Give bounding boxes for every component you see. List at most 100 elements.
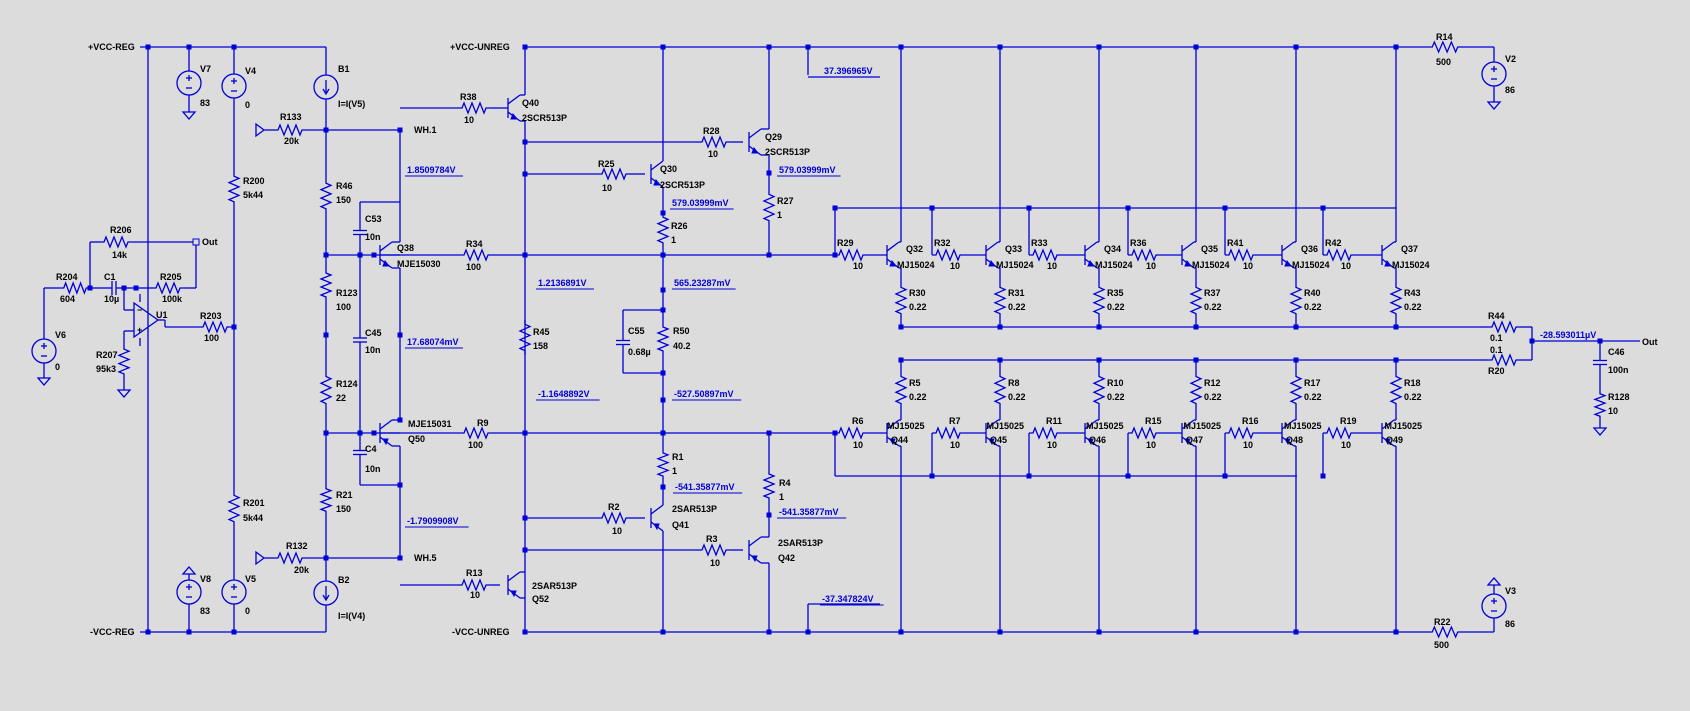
r132-resistor (274, 551, 306, 565)
pnp-stage-2-transistor-arrow (988, 438, 995, 446)
npn-stage-3-model: MJ15024 (1095, 260, 1133, 270)
pnp-stage-3-model: MJ15025 (1086, 421, 1124, 431)
junction-dot (522, 547, 528, 553)
r34-label: R34 (466, 239, 483, 249)
junction-dot (832, 252, 838, 258)
junction-dot (805, 629, 811, 635)
r128-resistor (1593, 390, 1607, 420)
npn-stage-4-emitter-resistor (1189, 283, 1203, 318)
npn-stage-4-rb-label: R36 (1130, 238, 1147, 248)
npn-stage-5-rb-value: 10 (1243, 261, 1253, 271)
r14-resistor (1428, 40, 1462, 54)
npn-stage-5-re-value: 0.22 (1304, 302, 1322, 312)
r124-label: R124 (336, 379, 358, 389)
r4-resistor (762, 470, 776, 502)
junction-dot (997, 629, 1003, 635)
r203-resistor (199, 320, 231, 334)
pnp-stage-3-re-label: R10 (1107, 378, 1124, 388)
junction-dot (1096, 357, 1102, 363)
r20-label: R20 (1488, 366, 1505, 376)
r203-value: 100 (204, 333, 219, 343)
junction-dot (766, 430, 772, 436)
npn-stage-6-rb-value: 10 (1341, 261, 1351, 271)
r22-value: 500 (1434, 640, 1449, 650)
r14-value: 500 (1436, 57, 1451, 67)
v4-value: 0 (245, 100, 250, 110)
npn-stage-6-q-label: Q37 (1401, 244, 1418, 254)
npn-stage-6-re-value: 0.22 (1404, 302, 1422, 312)
junction-dot (660, 287, 666, 293)
junction-dot (660, 307, 666, 313)
junction-dot (1293, 44, 1299, 50)
r14-label: R14 (1436, 32, 1453, 42)
r205-resistor (152, 281, 184, 295)
r26-label: R26 (671, 221, 688, 231)
junction-dot (186, 629, 192, 635)
r124-resistor (319, 372, 333, 408)
r3-resistor (698, 543, 730, 557)
r128-label: R128 (1608, 392, 1630, 402)
q42-transistor-arrow (751, 555, 758, 563)
npn-stage-5-re-label: R40 (1304, 288, 1321, 298)
r128-ground (1592, 427, 1608, 436)
c1-label: C1 (104, 272, 116, 282)
junction-dot (397, 332, 403, 338)
npn-stage-4-rb-value: 10 (1146, 261, 1156, 271)
junction-dot (522, 430, 528, 436)
v3-value: 86 (1505, 619, 1515, 629)
npn-stage-6-transistor-collector (1381, 241, 1395, 252)
pnp-stage-4-re-value: 0.22 (1204, 392, 1222, 402)
r2-label: R2 (608, 502, 620, 512)
r128-value: 10 (1608, 406, 1618, 416)
u1-label: U1 (156, 310, 168, 320)
junction-dot (522, 44, 528, 50)
v8-voltage: -1.1648892V (538, 389, 590, 399)
q50-model: MJE15031 (408, 419, 452, 429)
pnp-stage-4-q-label: Q47 (1186, 435, 1203, 445)
r34-value: 100 (466, 262, 481, 272)
junction-dot (1529, 338, 1535, 344)
r28-value: 10 (708, 149, 718, 159)
r205-label: R205 (160, 272, 182, 282)
r201-resistor (227, 491, 241, 526)
q38-transistor-arrow (382, 260, 391, 267)
q30-model: 2SCR513P (660, 180, 705, 190)
npn-stage-1-rb-value: 10 (853, 261, 863, 271)
r204-value: 604 (60, 294, 75, 304)
u1-opamp (133, 301, 160, 339)
npn-stage-2-transistor-collector (985, 241, 999, 252)
r38-resistor (458, 101, 490, 115)
r133-arrow (255, 122, 265, 138)
r26-resistor (656, 213, 670, 247)
pnp-stage-6-transistor-arrow (1384, 438, 1391, 446)
pnp-stage-5-model: MJ15025 (1284, 421, 1322, 431)
v6-label: V6 (55, 330, 66, 340)
v10-voltage: -541.35877mV (675, 482, 735, 492)
npn-stage-6-model: MJ15024 (1392, 260, 1430, 270)
c55-label: C55 (628, 326, 645, 336)
pnp-stage-6-base-resistor (1323, 426, 1355, 440)
c45-value: 10n (365, 345, 381, 355)
junction-dot (87, 285, 93, 291)
pnp-stage-4-rb-label: R15 (1145, 416, 1162, 426)
npn-stage-6-re-label: R43 (1404, 288, 1421, 298)
q29-label: Q29 (765, 132, 782, 142)
junction-dot (371, 430, 377, 436)
r204-resistor (60, 281, 90, 295)
npn-stage-6-rb-label: R42 (1325, 238, 1342, 248)
q38-model: MJE15030 (397, 259, 441, 269)
u1-minus: − (137, 305, 142, 315)
junction-dot (660, 484, 666, 490)
r204-label: R204 (56, 272, 78, 282)
v3-label: V3 (1505, 586, 1516, 596)
pnp-stage-5-rb-label: R16 (1242, 416, 1259, 426)
v8-source (176, 579, 202, 605)
v9-voltage: -527.50897mV (674, 389, 734, 399)
v7-label: V7 (200, 64, 211, 74)
junction-dot (1096, 629, 1102, 635)
q29-model: 2SCR513P (765, 147, 810, 157)
r22-resistor (1428, 625, 1462, 639)
q50-label: Q50 (408, 434, 425, 444)
junction-dot (766, 252, 772, 258)
